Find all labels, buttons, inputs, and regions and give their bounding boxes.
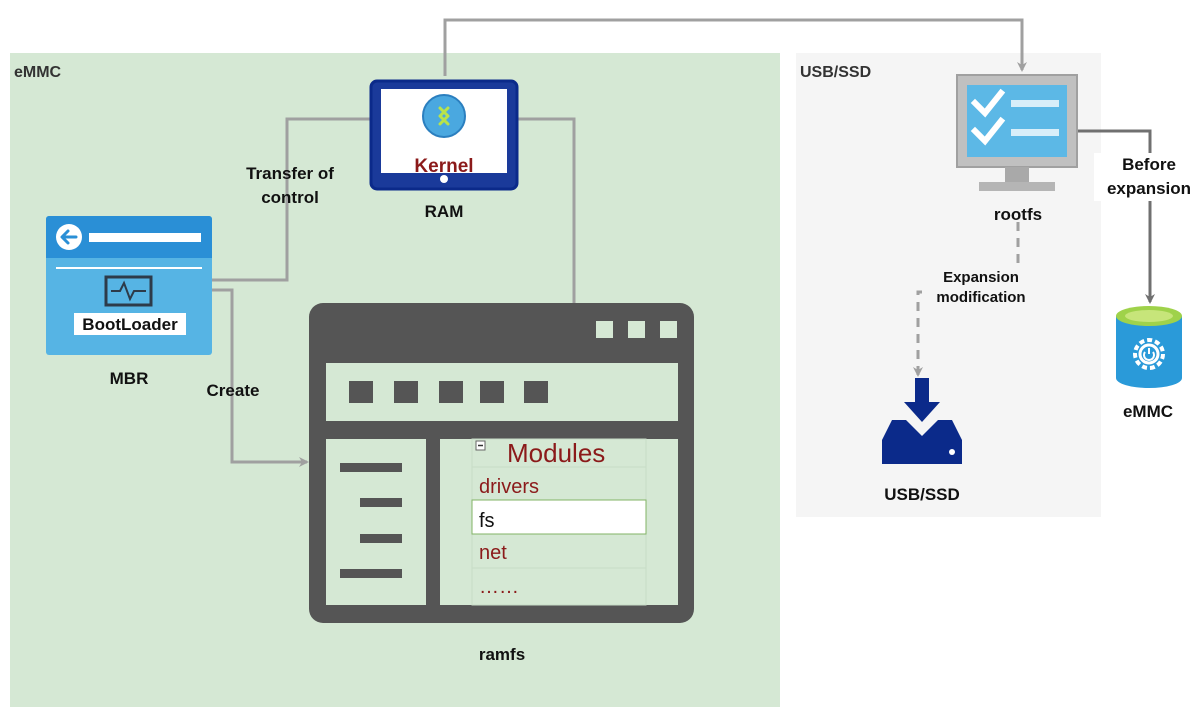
transfer-of-control-connector xyxy=(150,114,415,282)
ramfs-list-item-fs: fs xyxy=(479,510,495,532)
monitor-pulse-icon xyxy=(104,275,153,307)
create-label: Create xyxy=(206,381,260,400)
bootloader-window xyxy=(46,216,212,355)
mbr-label: MBR xyxy=(109,369,149,388)
rootfs-label: rootfs xyxy=(993,205,1043,224)
rootfs-monitor xyxy=(956,74,1078,191)
before-expansion-label: Before expansion xyxy=(1094,153,1204,201)
transfer-of-control-label: Transfer of control xyxy=(246,164,334,207)
kernel-to-rootfs-connector xyxy=(443,18,1027,76)
kernel-label: Kernel xyxy=(414,156,474,177)
ramfs-label: ramfs xyxy=(478,645,526,664)
usb-ssd-drive xyxy=(882,378,962,464)
ramfs-window xyxy=(309,303,694,623)
checklist-icon xyxy=(970,88,1059,146)
gear-icon xyxy=(1133,338,1165,370)
download-arrow-icon xyxy=(904,378,940,422)
ramfs-list-item-more: …… xyxy=(479,576,519,598)
ram-label: RAM xyxy=(424,202,464,221)
ramfs-modules-header: Modules xyxy=(507,438,606,468)
kernel-ram-device xyxy=(369,79,519,191)
emmc-storage-label: eMMC xyxy=(1122,402,1174,421)
before-expansion-connector xyxy=(1075,129,1155,304)
expansion-modification-label: Expansion modification xyxy=(922,268,1040,308)
ramfs-list-item-net: net xyxy=(479,542,507,564)
usb-ssd-drive-label: USB/SSD xyxy=(884,485,960,504)
kernel-icon xyxy=(422,94,466,138)
ramfs-list-item-drivers: drivers xyxy=(479,476,540,498)
usb-ssd-region-label: USB/SSD xyxy=(800,64,872,81)
emmc-storage xyxy=(1116,306,1182,388)
bootloader-label: BootLoader xyxy=(82,315,178,334)
emmc-region-label: eMMC xyxy=(14,64,62,81)
